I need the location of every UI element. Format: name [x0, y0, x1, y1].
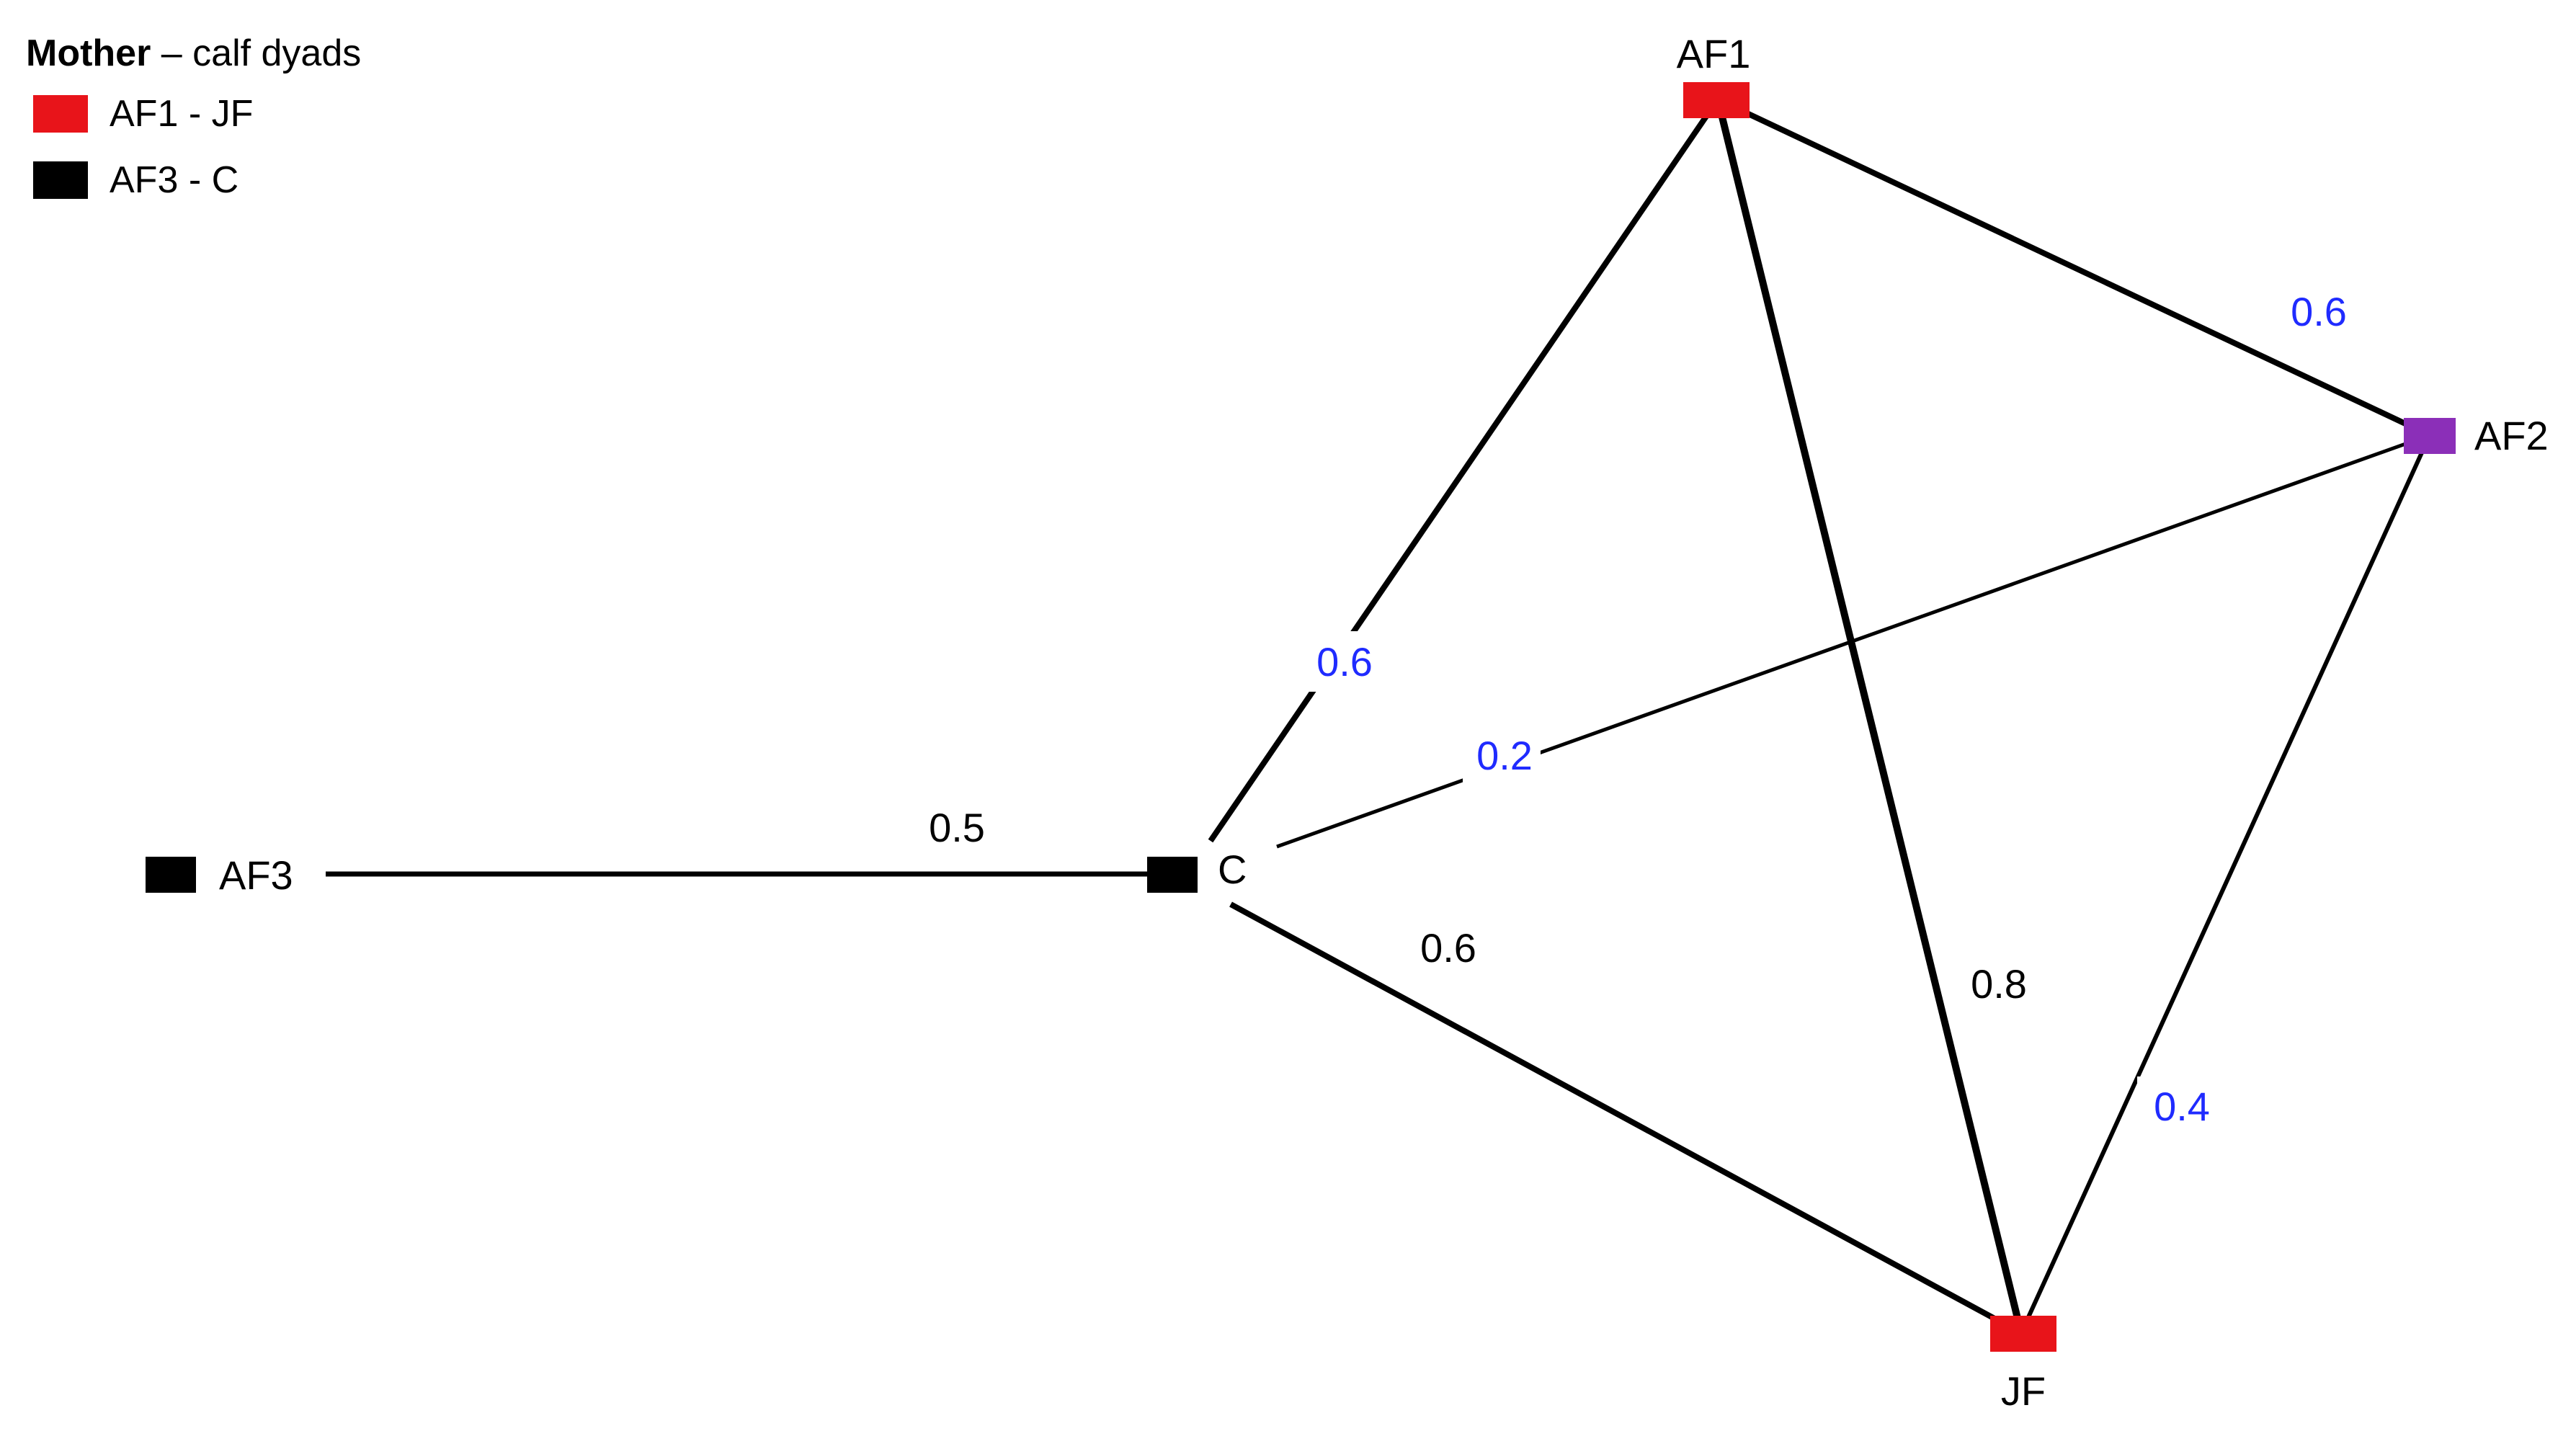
edges: [326, 97, 2432, 1336]
node-af3: [146, 857, 196, 893]
edge-c-jf: [1229, 901, 2023, 1336]
legend-title-bold: Mother: [26, 32, 151, 74]
node-c: [1147, 857, 1198, 893]
edge-af1-jf: [1714, 98, 2025, 1334]
edge-af1-c: [1208, 97, 1721, 843]
edge-label-af3-c: 0.5: [929, 805, 985, 850]
legend-title: Mother – calf dyads: [26, 26, 361, 81]
legend-item-af1-jf: AF1 - JF: [26, 81, 361, 147]
edge-label-af2-c: 0.2: [1476, 733, 1533, 778]
node-af1: [1683, 82, 1750, 118]
legend-label-af1-jf: AF1 - JF: [110, 93, 254, 135]
legend-item-af3-c: AF3 - C: [26, 147, 361, 213]
edge-label-backgrounds: [1298, 281, 2352, 1137]
node-label-c: C: [1218, 847, 1247, 892]
edge-label-af1-c: 0.6: [1316, 639, 1373, 685]
edge-af2-jf: [2019, 434, 2432, 1334]
legend-swatch-black: [33, 161, 88, 199]
nodes: [146, 82, 2456, 1352]
edge-label-af1-jf: 0.8: [1971, 961, 2027, 1007]
edge-label-af1-af2: 0.6: [2291, 289, 2347, 334]
edge-af2-c: [1276, 433, 2430, 849]
node-labels: AF1 AF2 AF3 C JF: [219, 31, 2549, 1414]
legend-title-rest: – calf dyads: [151, 32, 362, 74]
legend: Mother – calf dyads AF1 - JF AF3 - C: [26, 26, 361, 213]
node-label-jf: JF: [2001, 1368, 2046, 1414]
node-label-af3: AF3: [219, 852, 293, 898]
legend-swatch-red: [33, 95, 88, 133]
edge-label-af2-jf: 0.4: [2154, 1084, 2210, 1129]
edge-label-c-jf: 0.6: [1420, 925, 1476, 971]
edge-labels: 0.6 0.6 0.8 0.2 0.4 0.5 0.6: [929, 289, 2347, 1129]
node-label-af2: AF2: [2474, 413, 2549, 458]
edge-af1-af2: [1716, 97, 2431, 438]
node-af2: [2404, 418, 2456, 454]
legend-label-af3-c: AF3 - C: [110, 159, 239, 201]
node-jf: [1990, 1316, 2056, 1352]
node-label-af1: AF1: [1677, 31, 1751, 76]
